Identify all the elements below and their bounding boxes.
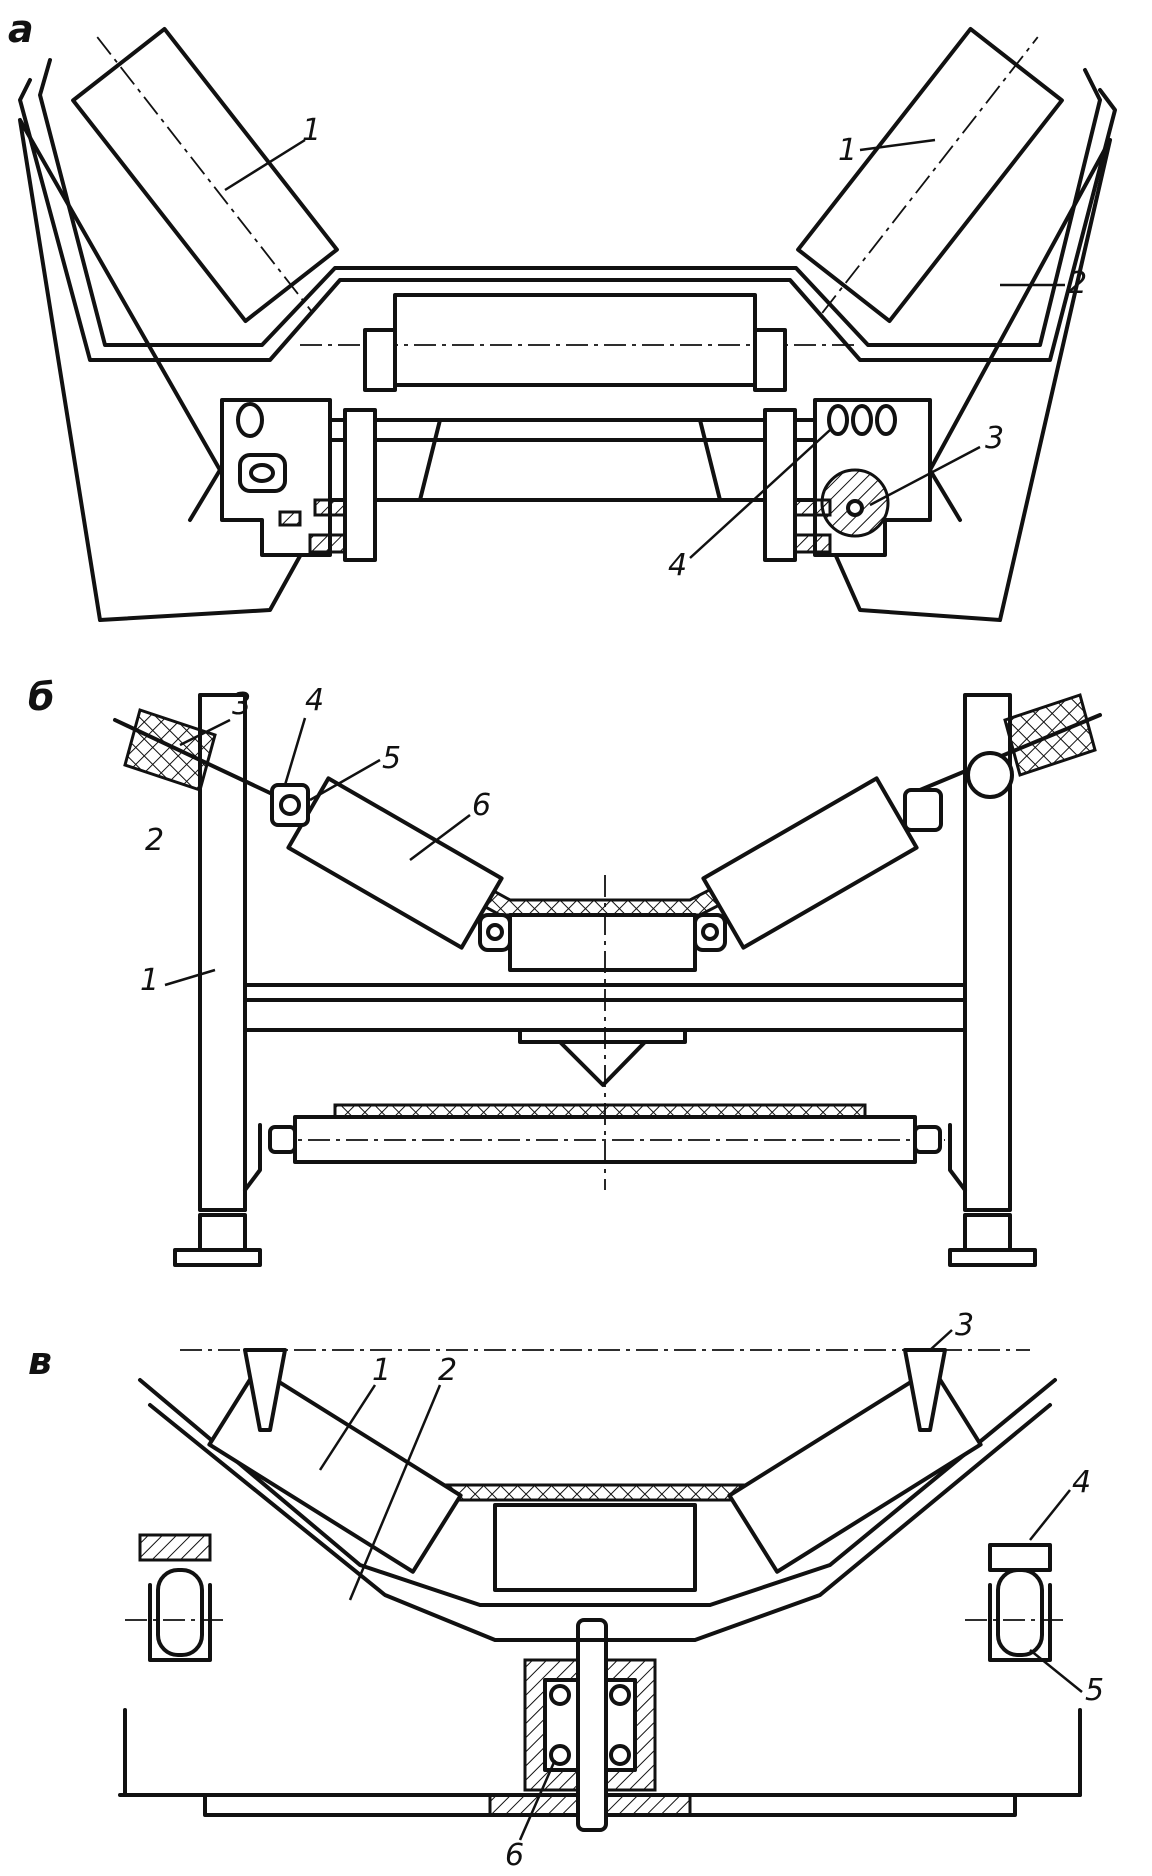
panel-b-label-3: 3 — [232, 687, 251, 722]
panel-c-right-wheel — [965, 1568, 1065, 1662]
panel-b-leader-5 — [309, 758, 381, 802]
panel-a-right-bracket — [763, 398, 932, 562]
panel-c-drawing: в 1 2 3 4 5 6 — [28, 1308, 1104, 1873]
panel-b-leader-3 — [179, 718, 231, 747]
panel-c-right-roller — [727, 1366, 983, 1574]
panel-a-label-4: 4 — [668, 548, 687, 583]
panel-c-leader-1 — [318, 1384, 377, 1471]
panel-b-return-roller — [243, 1103, 967, 1192]
panel-b-center-v — [558, 1040, 647, 1087]
panel-a-left-bracket — [220, 398, 377, 562]
panel-c-left-guide-roller — [243, 1348, 287, 1432]
panel-b-label-1: 1 — [140, 963, 159, 998]
panel-c-label-1: 1 — [372, 1353, 391, 1388]
panel-c-frame-bottom — [148, 1403, 1052, 1642]
panel-a-label-3: 3 — [985, 421, 1004, 456]
panel-a-leader-1-right — [859, 138, 936, 152]
panel-b-label-2: 2 — [145, 823, 164, 858]
panel-a-frame-outer — [18, 78, 1117, 362]
panel-c-label-5: 5 — [1085, 1673, 1104, 1708]
panel-c-center-roller — [493, 1503, 697, 1592]
panel-c-letter: в — [28, 1339, 52, 1383]
panel-b-label-6: 6 — [472, 788, 491, 823]
panel-c-label-6: 6 — [505, 1838, 524, 1873]
panel-b-drawing: б 3 4 5 6 2 1 — [28, 675, 1102, 1267]
panel-b-left-post — [198, 693, 247, 1212]
panel-a-leader-3 — [869, 445, 981, 507]
panel-b-leader-4 — [283, 717, 307, 786]
panel-c-leader-5 — [1029, 1649, 1083, 1693]
panel-c-leader-3 — [929, 1329, 953, 1351]
panel-a-letter: а — [8, 7, 34, 51]
panel-c-label-4: 4 — [1072, 1465, 1091, 1500]
panel-c-right-bracket — [988, 1543, 1052, 1572]
panel-a-leader-1-left — [224, 138, 306, 192]
panel-b-leader-1 — [164, 968, 216, 987]
panel-b-left-base — [173, 1248, 262, 1267]
panel-a-label-1-right: 1 — [838, 133, 857, 168]
panel-a-left-roller — [71, 26, 339, 324]
panel-c-left-wheel — [125, 1568, 225, 1662]
panel-a-crossbar — [318, 418, 832, 502]
panel-b-label-4: 4 — [305, 683, 324, 718]
panel-c-leader-6 — [518, 1759, 557, 1841]
panel-b-letter: б — [28, 675, 55, 719]
panel-c-frame-top — [138, 1378, 1057, 1607]
panel-b-label-5: 5 — [382, 741, 401, 776]
panel-a-label-2: 2 — [1068, 266, 1087, 301]
panel-a-right-leg — [818, 138, 1112, 622]
panel-b-trough — [286, 776, 919, 1190]
panel-a-right-roller — [796, 26, 1064, 324]
panel-b-right-spring — [903, 693, 1102, 832]
panel-c-label-2: 2 — [438, 1353, 457, 1388]
panel-c-left-roller — [207, 1366, 463, 1574]
panel-b-leader-6 — [409, 814, 471, 861]
panel-a-drawing: а 1 1 2 3 4 — [8, 7, 1117, 622]
panel-a-label-1-left: 1 — [302, 113, 321, 148]
panel-c-label-3: 3 — [955, 1308, 974, 1343]
panel-c-leader-4 — [1029, 1489, 1071, 1541]
panel-b-left-spring — [113, 708, 310, 827]
panel-a-frame-inner — [38, 58, 1102, 347]
panel-c-leader-2 — [348, 1384, 442, 1601]
panel-c-left-bracket — [138, 1533, 212, 1562]
panel-a-center-roller — [300, 293, 860, 392]
panel-c-center-bearing — [523, 1618, 657, 1832]
panel-a-left-leg — [18, 118, 322, 622]
panel-a-leader-4 — [689, 429, 831, 559]
panel-a-crossbar-gussets — [418, 418, 722, 502]
panel-b-right-base — [948, 1248, 1037, 1267]
